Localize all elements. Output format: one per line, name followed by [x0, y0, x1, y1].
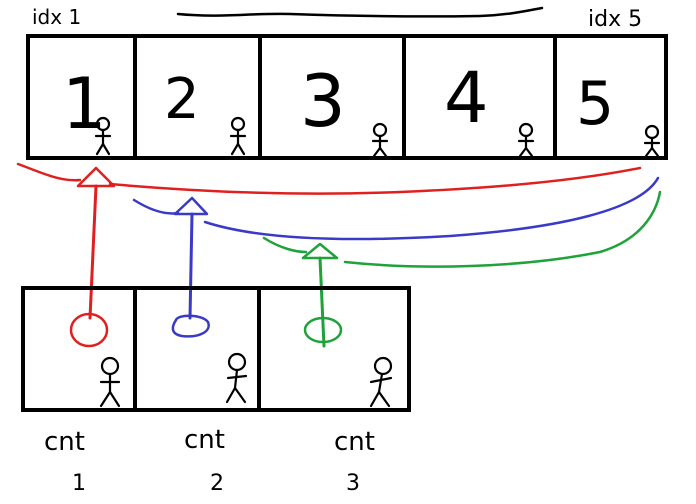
brace-icon — [178, 8, 542, 16]
stick-figure-icon — [373, 124, 387, 156]
green-range-arc — [264, 192, 660, 267]
red-range-arc — [18, 164, 640, 194]
top-cell-3: 3 — [300, 59, 346, 143]
cell-digit: 2 — [164, 67, 200, 132]
counter-number-2: 2 — [210, 471, 224, 496]
stick-figure-icon — [227, 354, 246, 402]
blue-range-arc — [134, 178, 658, 239]
stick-figure-icon — [231, 118, 245, 154]
cell-digit: 1 — [62, 63, 107, 145]
counter-label-1: cnt — [44, 427, 85, 457]
top-cell-4: 4 — [444, 57, 489, 139]
red-pointer-line — [90, 186, 96, 318]
label-idx-last: idx 5 — [588, 7, 642, 32]
top-cell-5: 5 — [576, 69, 614, 139]
stick-figure-icon — [645, 126, 659, 156]
counter-number-3: 3 — [346, 471, 360, 496]
counter-label-2: cnt — [184, 425, 225, 455]
arrow-up-icon — [175, 198, 207, 214]
cell-digit: 4 — [444, 57, 489, 139]
arrow-up-icon — [303, 244, 337, 258]
label-idx-first: idx 1 — [32, 5, 81, 29]
stick-figure-icon — [519, 124, 533, 156]
top-cell-2: 2 — [164, 67, 200, 132]
stick-figure-icon — [101, 358, 119, 406]
stick-figure-icon — [371, 358, 391, 406]
cell-digit: 3 — [300, 59, 346, 143]
cell-digit: 5 — [576, 69, 614, 139]
counter-number-1: 1 — [72, 471, 86, 496]
arrow-up-icon — [78, 168, 114, 186]
top-array-box — [28, 36, 666, 158]
blue-pointer-line — [190, 214, 192, 318]
counter-label-3: cnt — [334, 427, 375, 457]
green-pointer-line — [320, 258, 324, 346]
bottom-array-box — [23, 288, 409, 410]
top-cell-1: 1 — [62, 63, 107, 145]
